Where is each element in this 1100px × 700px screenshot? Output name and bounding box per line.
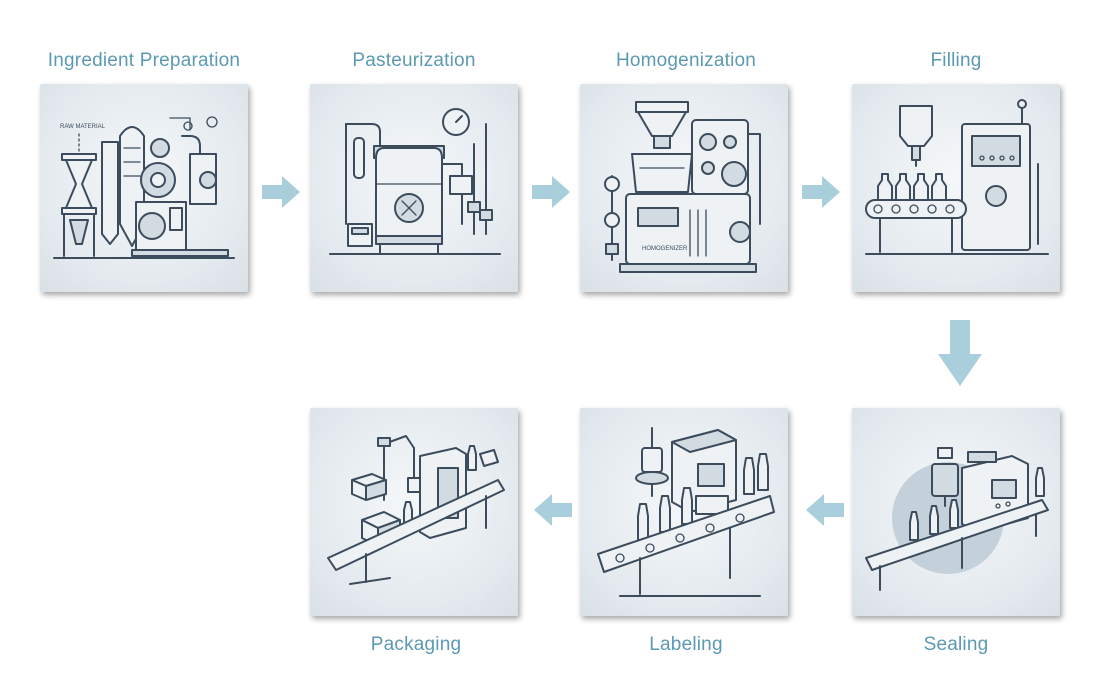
step-label-sealing: Sealing — [923, 634, 989, 655]
packaging-line-icon — [310, 408, 518, 616]
step-label-pasteurization: Pasteurization — [352, 50, 476, 71]
homogenizer-machine-icon: HOMOGENIZER — [580, 84, 788, 292]
arrow-left-2 — [532, 494, 572, 526]
filling-machine-icon — [852, 84, 1060, 292]
labeling-machine-icon — [580, 408, 788, 616]
ingredient-preparation-machine-icon: RAW MATERIAL — [40, 84, 248, 292]
homogenizer-plate: HOMOGENIZER — [642, 246, 688, 252]
arrow-right-1 — [262, 176, 302, 208]
step-label-filling: Filling — [930, 50, 982, 71]
arrow-right-3 — [802, 176, 842, 208]
arrow-left-1 — [804, 494, 844, 526]
step-label-homogenization: Homogenization — [615, 50, 757, 71]
raw-material-tag: RAW MATERIAL — [60, 124, 106, 130]
pasteurization-tank-icon — [310, 84, 518, 292]
step-label-ingredient-preparation: Ingredient Preparation — [47, 50, 241, 71]
step-label-labeling: Labeling — [649, 634, 723, 655]
arrow-right-2 — [532, 176, 572, 208]
arrow-down — [938, 320, 982, 386]
sealing-machine-icon — [852, 408, 1060, 616]
step-label-packaging: Packaging — [370, 634, 462, 655]
